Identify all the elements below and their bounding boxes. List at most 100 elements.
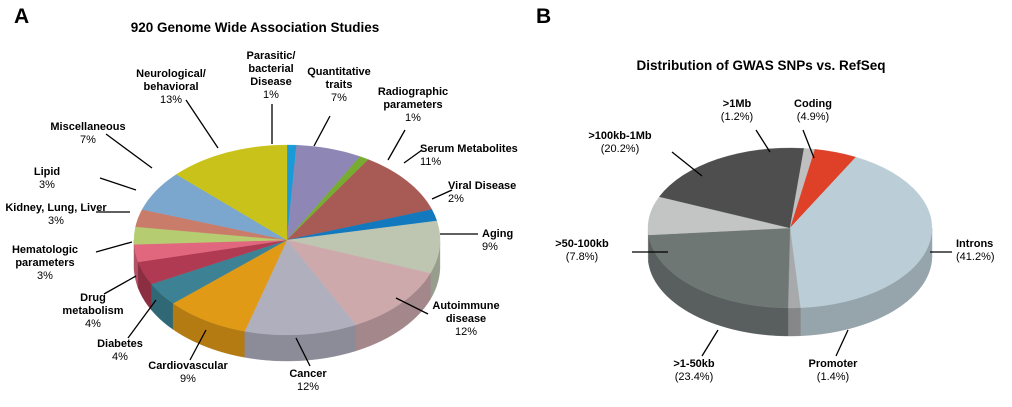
slice-label-text: Lipid (33, 166, 61, 178)
pie-a-slice-top-15 (176, 144, 288, 241)
slice-label-coding: Coding (4.9%) (778, 98, 848, 124)
slice-label-text: >1-50kb (673, 358, 715, 370)
leader-promoter (835, 329, 849, 357)
slice-label-pct: 3% (48, 214, 64, 227)
slice-label-promoter: Promoter (1.4%) (794, 358, 872, 384)
slice-label-text: Aging (482, 228, 514, 240)
slice-label-text: Kidney, Lung, Liver (5, 202, 107, 214)
panel-a: A 920 Genome Wide Association Studies Pa… (0, 5, 517, 394)
slice-label-text: >1Mb (722, 98, 752, 110)
slice-label-text: Viral Disease (448, 180, 517, 192)
slice-label-pct: 1% (263, 88, 279, 101)
slice-label-pct: 3% (39, 178, 55, 191)
chart-title-b: Distribution of GWAS SNPs vs. RefSeq (636, 58, 886, 73)
panel-letter-a: A (14, 5, 30, 28)
leader-radiographic (387, 129, 406, 161)
slice-label-text: Introns (956, 238, 994, 250)
slice-label-text: Neurological/behavioral (136, 68, 206, 93)
slice-label-cancer: Cancer 12% (276, 368, 340, 394)
slice-label-pct: 11% (420, 155, 442, 168)
slice-label-pct: 12% (296, 380, 320, 393)
leader-hematologic (95, 241, 133, 253)
slice-label-lipid: Lipid 3% (24, 166, 70, 192)
leader-viral-disease (431, 189, 453, 200)
leader-cardiovascular (189, 329, 207, 361)
slice-label-pct: (4.9%) (796, 110, 830, 123)
slice-label-kidney-lung-liver: Kidney, Lung, Liver 3% (0, 202, 112, 228)
slice-label-miscellaneous: Miscellaneous 7% (40, 121, 136, 147)
slice-label-pct: 3% (37, 269, 53, 282)
leader-cancer (295, 337, 311, 367)
pie-b-slice-top-1 (789, 156, 933, 308)
leader-miscellaneous (105, 133, 153, 169)
slice-label-pct: (23.4%) (674, 370, 714, 383)
slice-label-50-100kb: >50-100kb (7.8%) (536, 238, 628, 264)
slice-label-pct: (7.8%) (565, 250, 599, 263)
slice-label-text: Diabetes (97, 338, 143, 350)
panel-letter-b: B (536, 5, 552, 28)
slice-label-pct: 9% (180, 372, 196, 385)
slice-label-pct: (41.2%) (956, 250, 995, 263)
pie-a-slice-top-3 (286, 159, 433, 241)
slice-label-text: Promoter (808, 358, 858, 370)
slice-label-pct: 2% (448, 192, 464, 205)
leader-drug-metabolism (103, 275, 137, 295)
slice-label-cardiovascular: Cardiovascular 9% (136, 360, 240, 386)
leader-1mb (755, 129, 771, 153)
slice-label-1-50kb: >1-50kb (23.4%) (654, 358, 734, 384)
slice-label-viral-disease: Viral Disease 2% (448, 180, 538, 206)
slice-label-neurological-behavioral: Neurological/behavioral 13% (124, 68, 218, 107)
pie-b-slice-side-2 (787, 307, 801, 337)
slice-label-pct: 7% (331, 91, 347, 104)
slice-label-100kb-1mb: >100kb-1Mb (20.2%) (568, 130, 672, 156)
slice-label-text: >50-100kb (555, 238, 609, 250)
slice-label-pct: 12% (454, 325, 478, 338)
slice-label-pct: (20.2%) (600, 142, 640, 155)
leader-quantitative (313, 115, 331, 147)
slice-label-text: Cancer (289, 368, 327, 380)
slice-label-aging: Aging 9% (482, 228, 532, 254)
slice-label-text: Serum Metabolites (420, 143, 518, 155)
slice-label-text: Cardiovascular (148, 360, 228, 372)
chart-title-a: 920 Genome Wide Association Studies (130, 20, 380, 35)
slice-label-1mb: >1Mb (1.2%) (706, 98, 768, 124)
slice-label-pct: (1.4%) (816, 370, 850, 383)
slice-label-pct: 4% (112, 350, 128, 363)
slice-label-diabetes: Diabetes 4% (86, 338, 154, 364)
slice-label-pct: 9% (482, 240, 498, 253)
panel-b: B Distribution of GWAS SNPs vs. RefSeq C… (506, 0, 1012, 407)
slice-label-pct: 4% (85, 317, 101, 330)
leader-1-50kb (701, 329, 719, 357)
slice-label-serum-metabolites: Serum Metabolites 11% (420, 143, 520, 169)
slice-label-pct: 7% (80, 133, 96, 146)
slice-label-text: Coding (794, 98, 832, 110)
slice-label-text: >100kb-1Mb (588, 130, 652, 142)
leader-100kb-1mb (671, 151, 703, 177)
leader-lipid (99, 177, 137, 191)
pie-chart-a (95, 99, 478, 367)
leader-serum-metabolites (403, 149, 423, 164)
slice-label-pct: 13% (159, 93, 183, 106)
leader-coding (802, 129, 815, 159)
pie-chart-b (632, 129, 952, 357)
slice-label-pct: 1% (405, 111, 421, 124)
pie-b-slice-top-6 (789, 148, 815, 229)
pie-a-slice-top-8 (172, 239, 288, 332)
leader-neurological (185, 99, 219, 149)
pie-b-slice-top-5 (659, 147, 805, 229)
slice-label-text: Miscellaneous (50, 121, 126, 133)
slice-label-introns: Introns (41.2%) (956, 238, 1012, 264)
pie-a-slice-top-6 (286, 239, 431, 326)
leader-diabetes (127, 299, 157, 339)
